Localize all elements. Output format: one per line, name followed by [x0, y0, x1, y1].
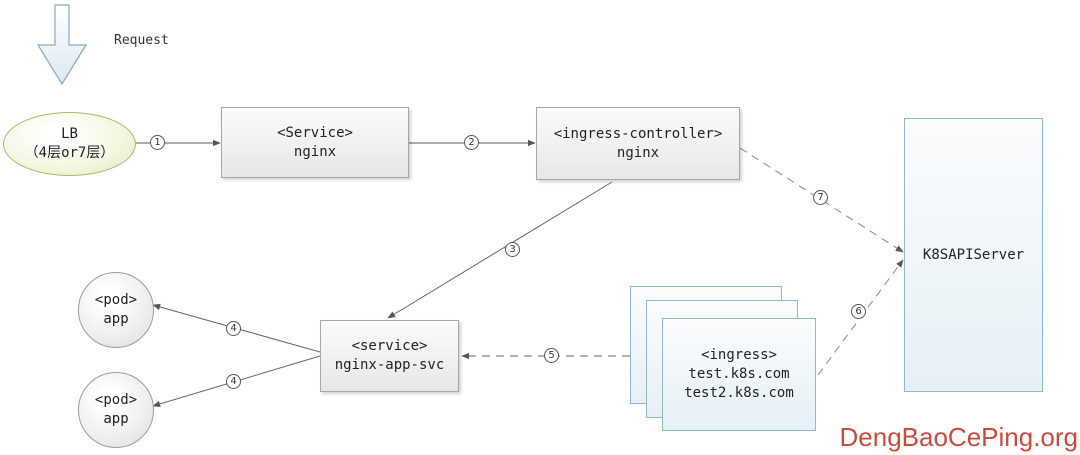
- watermark-text: DengBaoCePing.org: [839, 422, 1079, 452]
- step-badge-4a: 4: [226, 321, 241, 336]
- pod-node-2: <pod> app: [78, 372, 154, 448]
- apiserver-label: K8SAPIServer: [922, 246, 1025, 263]
- ingress-host-2: test2.k8s.com: [684, 385, 794, 401]
- app-svc-node: <service> nginx-app-svc: [320, 320, 459, 392]
- app-svc-name: nginx-app-svc: [334, 357, 445, 373]
- step-badge-4b: 4: [226, 374, 241, 389]
- ingress-host-1: test.k8s.com: [688, 366, 790, 382]
- lb-node: LB （4层or7层）: [3, 112, 136, 176]
- ingress-controller-node: <ingress-controller> nginx: [536, 107, 740, 180]
- step-badge-3: 3: [505, 242, 520, 257]
- request-label: Request: [114, 33, 169, 48]
- pod-1-name: app: [103, 311, 129, 327]
- step-badge-5: 5: [544, 348, 559, 363]
- apiserver-node: K8SAPIServer: [904, 118, 1043, 392]
- pod-2-kind: <pod>: [94, 392, 138, 408]
- edge-ingress-controller-to-app-svc: [387, 181, 613, 319]
- service-nginx-node: <Service> nginx: [221, 107, 409, 178]
- step-badge-2: 2: [464, 135, 479, 150]
- service-nginx-name: nginx: [293, 143, 337, 160]
- lb-layer: （4层or7层）: [24, 145, 115, 161]
- app-svc-kind: <service>: [351, 338, 428, 354]
- ingress-node: <ingress> test.k8s.com test2.k8s.com: [662, 318, 816, 431]
- step-badge-6: 6: [851, 304, 866, 319]
- pod-node-1: <pod> app: [78, 272, 154, 348]
- step-badge-7: 7: [813, 190, 828, 205]
- ingress-controller-name: nginx: [616, 144, 660, 161]
- step-badge-1: 1: [150, 135, 165, 150]
- ingress-controller-kind: <ingress-controller>: [553, 125, 723, 142]
- pod-2-name: app: [103, 411, 129, 427]
- request-arrow-icon: [36, 4, 88, 86]
- edge-ingress-controller-to-apiserver: [739, 147, 904, 253]
- pod-1-kind: <pod>: [94, 292, 138, 308]
- lb-title: LB: [61, 126, 78, 142]
- service-nginx-kind: <Service>: [277, 124, 353, 141]
- ingress-kind: <ingress>: [701, 347, 777, 363]
